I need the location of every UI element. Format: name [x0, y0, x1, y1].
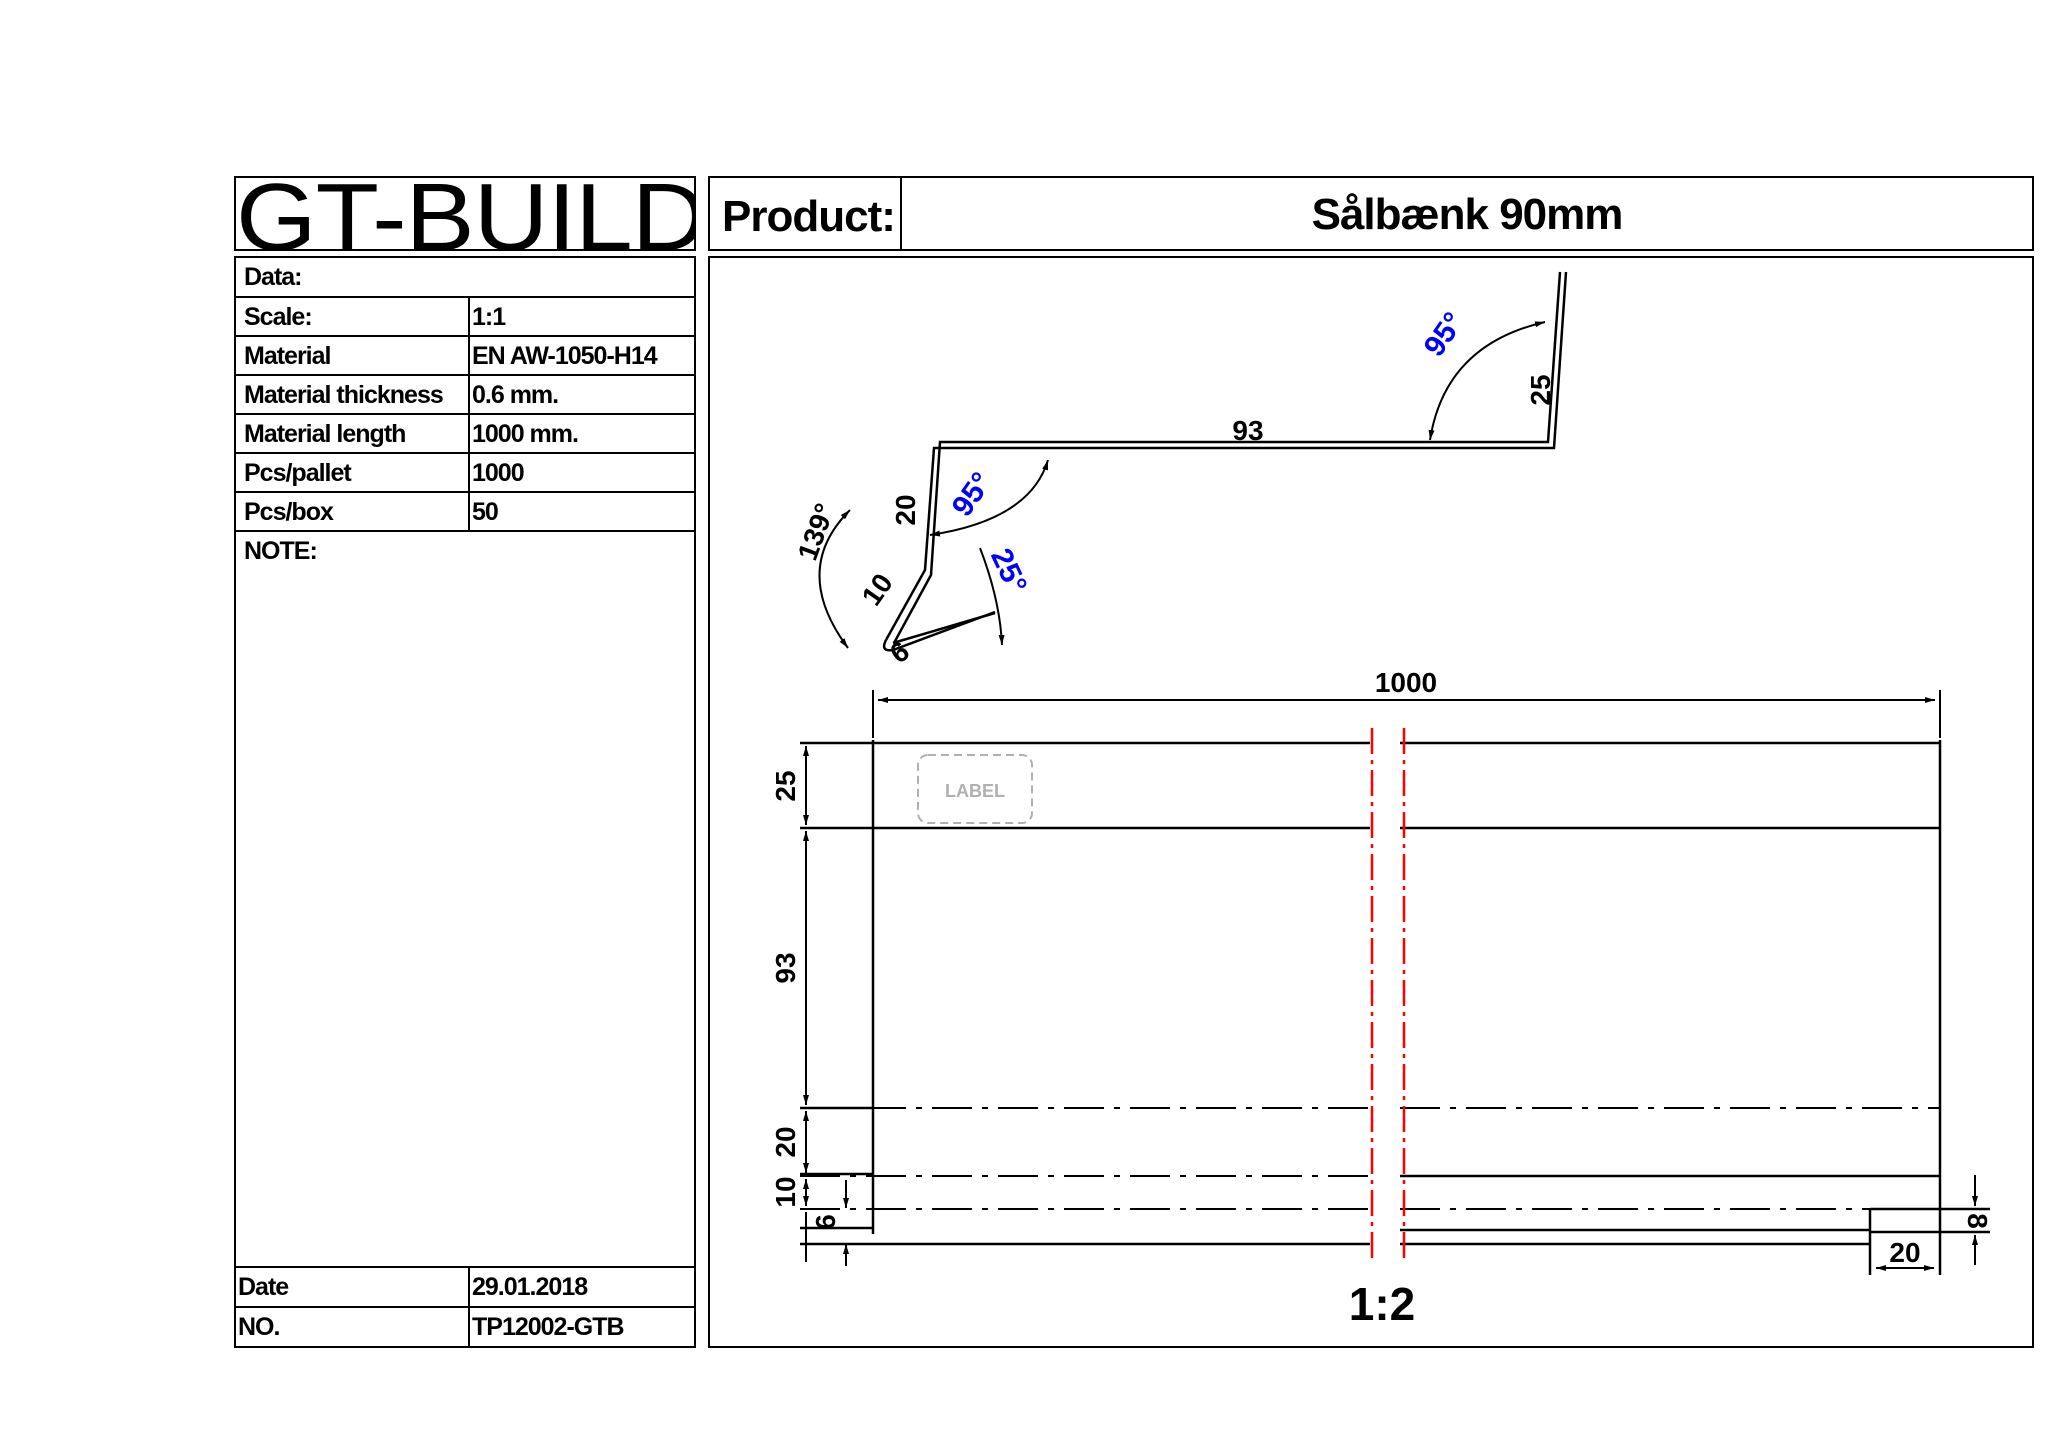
- info-value: 1000: [472, 459, 525, 487]
- profile-section: [882, 271, 1568, 652]
- angle-right: 95°: [1418, 307, 1471, 363]
- dim-hem: 6: [884, 635, 915, 669]
- profile-inner: [892, 271, 1562, 644]
- dim-top-flange: 93: [1232, 415, 1263, 446]
- brand-logo-box: GT-BUILD: [234, 176, 696, 251]
- footer-key: NO.: [238, 1313, 280, 1341]
- info-key: Scale:: [244, 303, 313, 331]
- dim-h-10: 10: [770, 1176, 801, 1207]
- note-label: NOTE:: [244, 537, 318, 565]
- dim-h-25: 25: [770, 770, 801, 801]
- dim-h-93: 93: [770, 952, 801, 983]
- info-key: Material thickness: [244, 381, 444, 409]
- product-header: Product: Sålbænk 90mm: [708, 176, 2034, 251]
- plan-view: [800, 740, 1990, 1275]
- brand-name: GT-BUILD: [236, 176, 696, 251]
- dim-left-leg: 20: [890, 494, 921, 525]
- info-row-material: Material EN AW-1050-H14: [236, 337, 694, 376]
- info-row-data: Data:: [236, 258, 694, 298]
- dim-notch-w: 20: [1889, 1237, 1920, 1268]
- info-key: Material: [244, 342, 331, 370]
- info-row-length: Material length 1000 mm.: [236, 415, 694, 454]
- info-value: 0.6 mm.: [472, 381, 559, 409]
- info-row-thickness: Material thickness 0.6 mm.: [236, 376, 694, 415]
- drawing-frame: [708, 256, 2034, 1348]
- info-key: Pcs/pallet: [244, 459, 352, 487]
- info-row-pcs-pallet: Pcs/pallet 1000: [236, 454, 694, 493]
- profile-hem: [882, 610, 996, 652]
- footer-row-no: NO. TP12002-GTB: [236, 1308, 694, 1346]
- label-placeholder: [917, 754, 1033, 824]
- label-placeholder-text: LABEL: [945, 781, 1005, 801]
- break-lines: [1370, 728, 1406, 1258]
- dim-h-6: 6: [810, 1214, 841, 1230]
- info-table: Data: Scale: 1:1 Material EN AW-1050-H14…: [234, 256, 696, 1348]
- dim-drip-leg: 10: [856, 568, 899, 611]
- info-value: EN AW-1050-H14: [472, 342, 658, 370]
- dim-length: 1000: [1375, 667, 1437, 698]
- length-dim: [872, 690, 1941, 738]
- info-row-scale: Scale: 1:1: [236, 298, 694, 337]
- footer-row-date: Date 29.01.2018: [236, 1268, 694, 1308]
- profile-outer: [884, 271, 1568, 641]
- info-key: Material length: [244, 420, 406, 448]
- info-value: 1:1: [472, 303, 506, 331]
- info-value: 1000 mm.: [472, 420, 579, 448]
- product-name: Sålbænk 90mm: [1311, 190, 1624, 239]
- info-key: Data:: [244, 263, 303, 291]
- info-row-pcs-box: Pcs/box 50: [236, 493, 694, 532]
- dim-right-leg: 25: [1525, 374, 1556, 405]
- info-value: 50: [472, 498, 499, 526]
- footer-key: Date: [238, 1273, 289, 1301]
- footer-value: 29.01.2018: [472, 1273, 588, 1301]
- scale-note: 1:2: [1349, 1278, 1415, 1330]
- dim-notch-h: 8: [1962, 1213, 1993, 1229]
- dim-h-20: 20: [770, 1126, 801, 1157]
- angle-drip: 25°: [984, 543, 1033, 598]
- product-label: Product:: [722, 192, 896, 241]
- profile-dim-lines: [818, 321, 1546, 649]
- note-area: NOTE:: [236, 532, 694, 1268]
- angle-left: 95°: [946, 467, 999, 523]
- footer-value: TP12002-GTB: [472, 1313, 625, 1341]
- info-key: Pcs/box: [244, 498, 334, 526]
- height-dims: [803, 746, 1978, 1271]
